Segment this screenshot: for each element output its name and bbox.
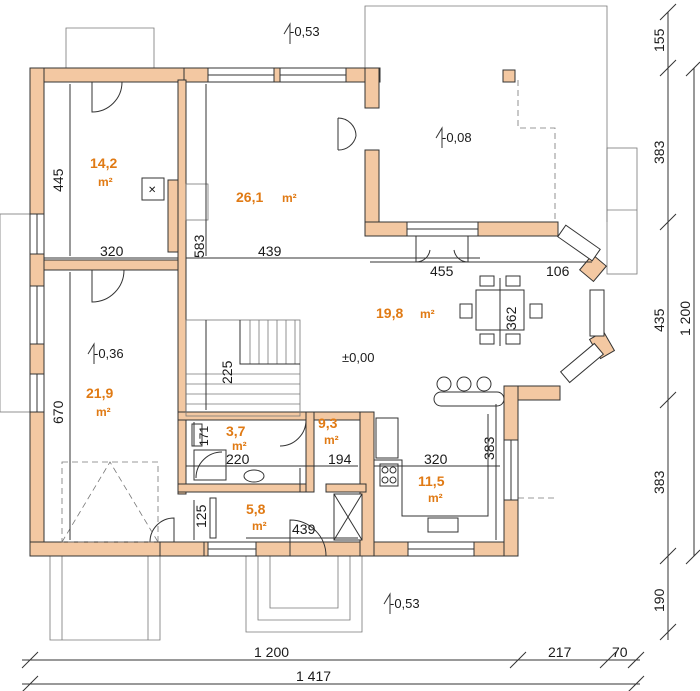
dim-225: 225: [219, 360, 235, 384]
dim-439-entrance: 439: [292, 521, 316, 537]
dim-455: 455: [430, 263, 454, 279]
stairs: [185, 183, 301, 417]
room-unit-hall: m²: [420, 307, 435, 321]
room-area-garage: 21,9: [86, 385, 113, 401]
room-unit-living: m²: [282, 191, 297, 205]
bottom-dimension-labels: 1 200 217 70 1 417: [254, 644, 628, 684]
dim-583: 583: [191, 234, 207, 258]
dim-106: 106: [546, 263, 570, 279]
level-entrance: -0,53: [390, 596, 420, 611]
dim-383-kitchen: 383: [481, 436, 497, 460]
room-unit-storage: m²: [324, 433, 339, 447]
bottom-dim-217: 217: [548, 644, 572, 660]
dim-362: 362: [503, 306, 519, 330]
right-dim-total: 1 200: [677, 301, 693, 336]
right-dimension-labels: 155 383 435 383 190 1 200: [651, 28, 693, 612]
room-unit-bathroom: m²: [232, 439, 247, 453]
right-dim-435: 435: [651, 308, 667, 332]
garage-door: [61, 461, 159, 543]
level-terrace: -0,08: [442, 130, 472, 145]
room-area-kitchen: 11,5: [418, 473, 445, 489]
bottom-dim-70: 70: [612, 644, 628, 660]
dim-320-top: 320: [100, 243, 124, 259]
bottom-dimension-chain: [21, 651, 645, 691]
dim-320-kitchen: 320: [424, 451, 448, 467]
room-area-living: 26,1: [236, 189, 263, 205]
dim-670: 670: [50, 400, 66, 424]
level-top: -0,53: [290, 24, 320, 39]
level-labels: -0,53 -0,08 -0,36 ±0,00 -0,53: [94, 24, 472, 611]
dim-220: 220: [226, 451, 250, 467]
room-unit-vestibule: m²: [252, 519, 267, 533]
dim-125: 125: [193, 504, 209, 528]
level-markers: [87, 22, 443, 614]
level-garage: -0,36: [94, 346, 124, 361]
bottom-dim-1200: 1 200: [254, 644, 289, 660]
right-dim-383-bottom: 383: [651, 470, 667, 494]
room-unit-garage: m²: [96, 405, 111, 419]
room-area-hall: 19,8: [376, 305, 403, 321]
dim-194: 194: [328, 451, 352, 467]
furniture: ✕: [141, 69, 543, 541]
right-dim-155: 155: [651, 28, 667, 52]
room-unit-left-top: m²: [98, 175, 113, 189]
dim-445: 445: [50, 168, 66, 192]
dim-171: 171: [197, 426, 211, 446]
inner-dimension-labels: 445 320 583 439 455 106 362 225 670 171 …: [50, 168, 570, 537]
room-unit-kitchen: m²: [428, 491, 443, 505]
inner-dimension-lines: [44, 84, 592, 540]
right-dim-190: 190: [651, 588, 667, 612]
room-area-bathroom: 3,7: [226, 423, 246, 439]
dim-439-hall: 439: [258, 243, 282, 259]
room-area-storage: 9,3: [318, 415, 338, 431]
room-area-left-top: 14,2: [90, 155, 117, 171]
level-floor: ±0,00: [342, 350, 374, 365]
walls: [29, 67, 616, 557]
room-labels: 14,2 m² 26,1 m² 19,8 m² 21,9 m² 3,7 m² 9…: [86, 155, 445, 533]
windows: [29, 67, 605, 557]
room-area-vestibule: 5,8: [246, 501, 266, 517]
right-dimension-chain: [659, 3, 700, 641]
right-dim-383-top: 383: [651, 140, 667, 164]
bottom-dim-1417: 1 417: [296, 668, 331, 684]
svg-text:✕: ✕: [148, 185, 156, 196]
